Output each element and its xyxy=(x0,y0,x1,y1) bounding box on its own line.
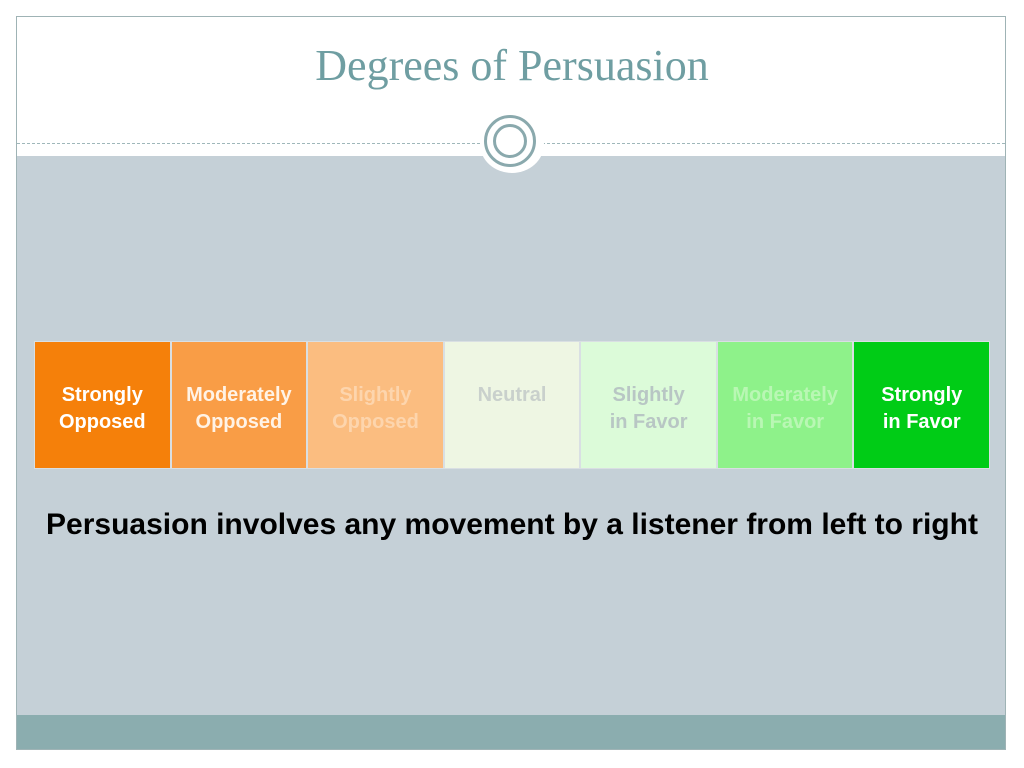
scale-slightly-opposed: Slightly Opposed xyxy=(307,341,444,469)
footer-bar xyxy=(17,715,1005,749)
scale-strongly-opposed: Strongly Opposed xyxy=(34,341,171,469)
inner-ring-icon xyxy=(493,124,527,158)
slide-title: Degrees of Persuasion xyxy=(315,41,709,90)
scale-slightly-in-favor: Slightly in Favor xyxy=(580,341,717,469)
scale-strongly-in-favor: Strongly in Favor xyxy=(853,341,991,469)
slide-caption: Persuasion involves any movement by a li… xyxy=(46,508,978,541)
persuasion-scale: Strongly Opposed Moderately Opposed Slig… xyxy=(34,341,991,469)
scale-moderately-in-favor: Moderately in Favor xyxy=(716,341,854,469)
scale-moderately-opposed: Moderately Opposed xyxy=(170,341,308,469)
scale-neutral: Neutral xyxy=(443,341,581,469)
circle-ornament-icon xyxy=(484,115,536,167)
